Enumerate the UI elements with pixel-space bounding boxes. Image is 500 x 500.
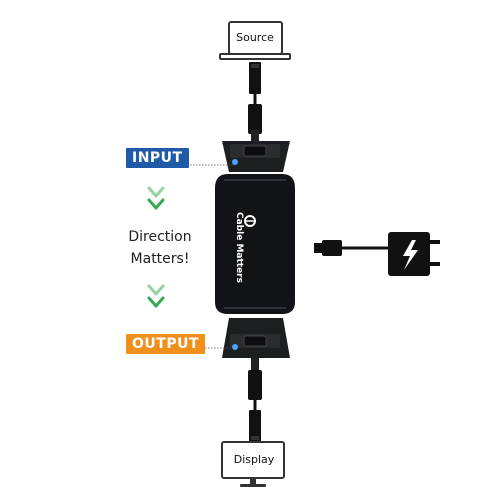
- adapter-device: [215, 174, 295, 314]
- input-tag: INPUT: [126, 148, 189, 168]
- chevron-down-icon: [147, 284, 165, 308]
- output-cable: [248, 358, 262, 442]
- output-port: [222, 318, 290, 358]
- direction-text: Direction Matters!: [120, 226, 200, 270]
- chevron-down-icon: [147, 186, 165, 210]
- input-port: [222, 141, 290, 172]
- input-cable: [248, 62, 262, 142]
- power-adapter-icon: [314, 232, 440, 276]
- brand-name: Cable Matters: [234, 212, 244, 283]
- output-tag: OUTPUT: [126, 334, 205, 354]
- direction-line-2: Matters!: [130, 251, 190, 267]
- direction-line-1: Direction: [128, 229, 192, 245]
- laptop-icon: [219, 21, 291, 60]
- output-led-icon: [232, 344, 238, 350]
- lightning-icon: [403, 240, 418, 270]
- input-led-icon: [232, 159, 238, 165]
- brand-logo-icon: [244, 215, 256, 227]
- monitor-icon: [221, 441, 285, 487]
- display-label: Display: [233, 453, 275, 466]
- source-label: Source: [236, 31, 274, 44]
